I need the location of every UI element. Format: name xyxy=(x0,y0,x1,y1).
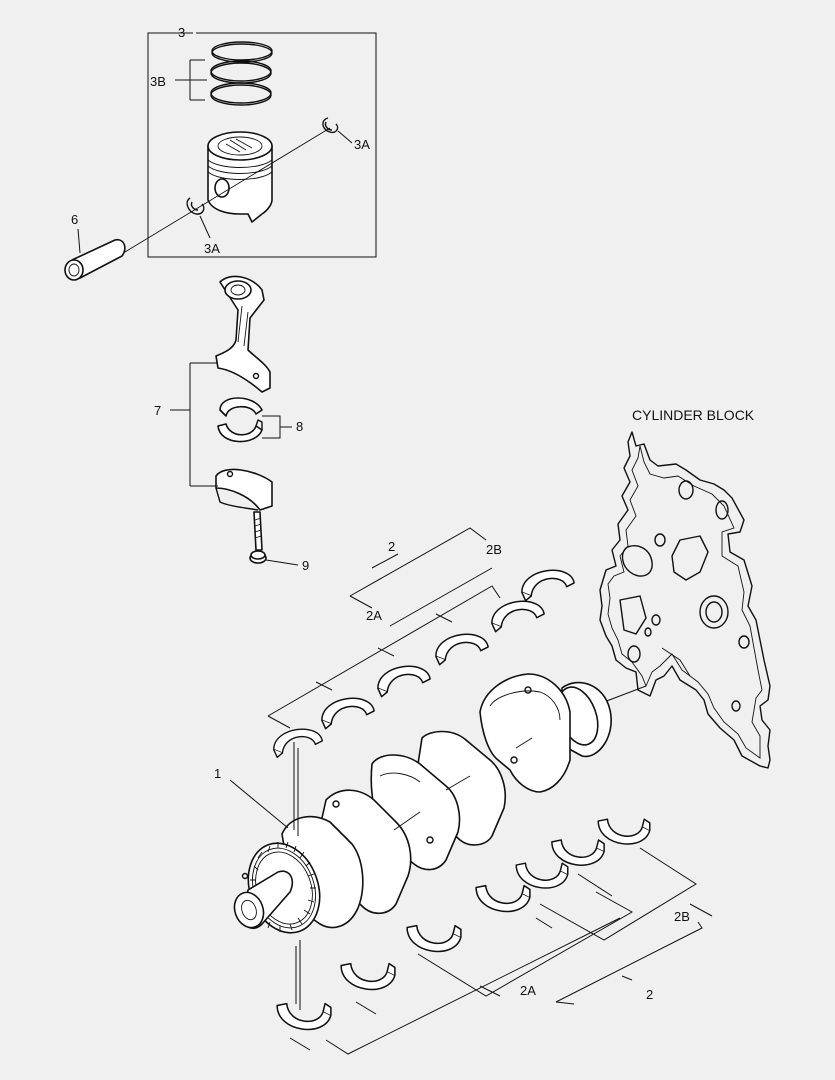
crankshaft xyxy=(233,673,647,934)
snap-ring-top xyxy=(322,117,353,144)
callout-2-top: 2 xyxy=(388,539,395,554)
upper-bearing-leader-lines xyxy=(267,527,501,836)
connecting-rod xyxy=(215,275,271,393)
callout-3a-top: 3A xyxy=(354,137,370,152)
rod-bearing-upper xyxy=(219,397,263,417)
callout-2a-bottom: 2A xyxy=(520,983,536,998)
callout-7: 7 xyxy=(154,403,161,418)
rod-cap xyxy=(215,468,273,511)
cylinder-block-outline xyxy=(599,431,771,769)
snap-ring-bottom xyxy=(186,197,211,239)
piston-pin xyxy=(64,228,126,281)
callout-3b: 3B xyxy=(150,74,166,89)
callout-1: 1 xyxy=(214,766,221,781)
piston-pin-axis-lines xyxy=(119,127,331,256)
bracket-7 xyxy=(170,362,218,487)
cylinder-block-label: CYLINDER BLOCK xyxy=(632,407,755,423)
piston-group-frame xyxy=(147,32,377,258)
lower-bearing-leader-lines xyxy=(289,847,713,1055)
callout-9: 9 xyxy=(302,558,309,573)
callout-2a-top: 2A xyxy=(366,608,382,623)
rod-bolt xyxy=(249,511,299,566)
callout-2b-top: 2B xyxy=(486,542,502,557)
piston xyxy=(207,131,273,223)
crankshaft-leader xyxy=(229,779,289,829)
bracket-8 xyxy=(262,415,292,439)
callout-2b-bottom: 2B xyxy=(674,909,690,924)
ring-bracket-3b xyxy=(175,59,207,101)
piston-rings xyxy=(210,41,273,106)
callout-3a-bottom: 3A xyxy=(204,241,220,256)
callout-3: 3 xyxy=(178,25,185,40)
callout-8: 8 xyxy=(296,419,303,434)
callout-6: 6 xyxy=(71,212,78,227)
rod-bearing-lower xyxy=(217,419,263,443)
callout-2-bottom: 2 xyxy=(646,987,653,1002)
